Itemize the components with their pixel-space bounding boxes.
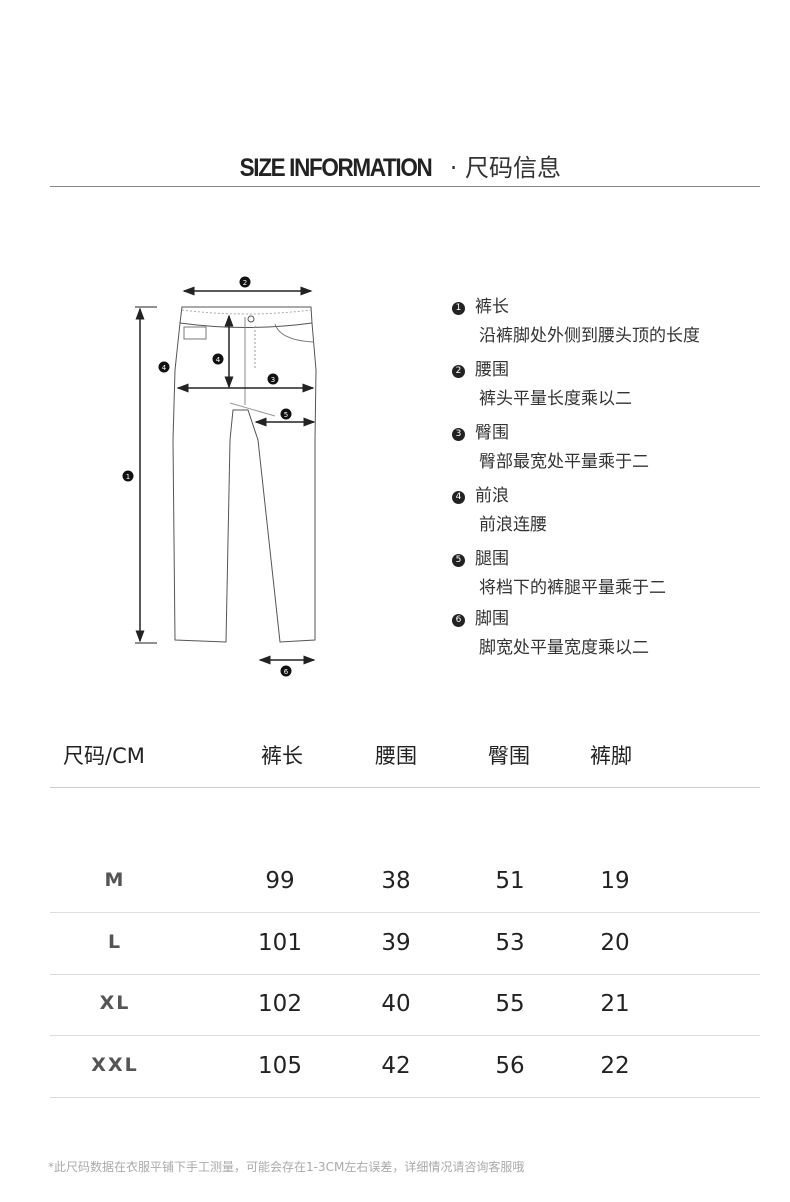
measurement-cell: 51 xyxy=(495,868,525,894)
size-label: L xyxy=(107,931,123,953)
title-sep: · xyxy=(442,154,465,182)
number-badge: 5 xyxy=(452,554,465,567)
legend-item: 4 前浪前浪连腰 xyxy=(452,481,700,544)
number-badge: 4 xyxy=(452,491,465,504)
legend-desc: 脚宽处平量宽度乘以二 xyxy=(479,638,649,658)
title-cn: 尺码信息 xyxy=(464,154,561,182)
legend-desc: 将档下的裤腿平量乘于二 xyxy=(479,578,666,598)
legend-item: 1 裤长沿裤脚处外侧到腰头顶的长度 xyxy=(452,292,700,355)
row-divider xyxy=(50,1097,760,1098)
measurement-cell: 55 xyxy=(495,991,525,1017)
measurement-cell: 42 xyxy=(381,1053,411,1079)
marker-2 xyxy=(239,276,251,288)
number-badge: 3 xyxy=(452,428,465,441)
header-hem: 裤脚 xyxy=(590,744,632,768)
measurement-cell: 21 xyxy=(600,991,630,1017)
legend-desc: 沿裤脚处外侧到腰头顶的长度 xyxy=(479,326,700,346)
legend-item: 6 脚围脚宽处平量宽度乘以二 xyxy=(452,604,700,667)
measurement-cell: 101 xyxy=(258,930,302,956)
marker-label: 5 xyxy=(284,411,288,419)
header-divider xyxy=(50,787,760,788)
measurement-cell: 53 xyxy=(495,930,525,956)
legend-name: 脚围 xyxy=(475,609,509,629)
measurement-note: *此尺码数据在衣服平铺下手工测量，可能会存在1-3CM左右误差，详细情况请咨询客… xyxy=(48,1160,525,1174)
size-label: XL xyxy=(99,992,131,1014)
measurement-legend: 1 裤长沿裤脚处外侧到腰头顶的长度 2 腰围裤头平量长度乘以二 3 臀围臀部最宽处平量… xyxy=(452,292,700,667)
title-divider xyxy=(50,186,760,187)
measurement-cell: 99 xyxy=(265,868,295,894)
legend-item: 3 臀围臀部最宽处平量乘于二 xyxy=(452,418,700,481)
measurement-cell: 56 xyxy=(495,1053,525,1079)
marker-label: 3 xyxy=(271,376,275,384)
legend-name: 臀围 xyxy=(475,423,509,443)
section-title: SIZE INFORMATION · 尺码信息 xyxy=(0,148,790,183)
number-badge: 1 xyxy=(452,302,465,315)
pants-diagram: 2 1 3 4 4 5 6 xyxy=(122,276,317,677)
header-waist: 腰围 xyxy=(375,744,417,768)
legend-name: 腰围 xyxy=(475,360,509,380)
legend-desc: 裤头平量长度乘以二 xyxy=(479,389,632,409)
header-length: 裤长 xyxy=(261,744,303,768)
header-size: 尺码/CM xyxy=(63,744,145,768)
marker-label: 1 xyxy=(126,473,130,481)
measurement-cell: 39 xyxy=(381,930,411,956)
measurement-cell: 102 xyxy=(258,991,302,1017)
legend-name: 腿围 xyxy=(475,549,509,569)
row-divider xyxy=(50,912,760,913)
measurement-cell: 19 xyxy=(600,868,630,894)
number-badge: 2 xyxy=(452,365,465,378)
legend-name: 裤长 xyxy=(475,297,509,317)
legend-desc: 臀部最宽处平量乘于二 xyxy=(479,452,649,472)
measurement-cell: 38 xyxy=(381,868,411,894)
row-divider xyxy=(50,1035,760,1036)
number-badge: 6 xyxy=(452,614,465,627)
measurement-cell: 40 xyxy=(381,991,411,1017)
measurement-cell: 22 xyxy=(600,1053,630,1079)
size-label: M xyxy=(104,869,126,891)
row-divider xyxy=(50,974,760,975)
measurement-cell: 105 xyxy=(258,1053,302,1079)
marker-label: 4 xyxy=(216,356,221,364)
legend-name: 前浪 xyxy=(475,486,509,506)
legend-desc: 前浪连腰 xyxy=(479,515,547,535)
marker-label: 4 xyxy=(162,364,167,372)
header-hip: 臀围 xyxy=(488,744,530,768)
size-label: XXL xyxy=(91,1054,139,1076)
title-en: SIZE INFORMATION xyxy=(239,154,433,182)
legend-item: 2 腰围裤头平量长度乘以二 xyxy=(452,355,700,418)
measurement-cell: 20 xyxy=(600,930,630,956)
legend-item: 5 腿围将档下的裤腿平量乘于二 xyxy=(452,544,700,604)
marker-label: 6 xyxy=(284,668,289,676)
marker-label: 2 xyxy=(243,279,247,287)
